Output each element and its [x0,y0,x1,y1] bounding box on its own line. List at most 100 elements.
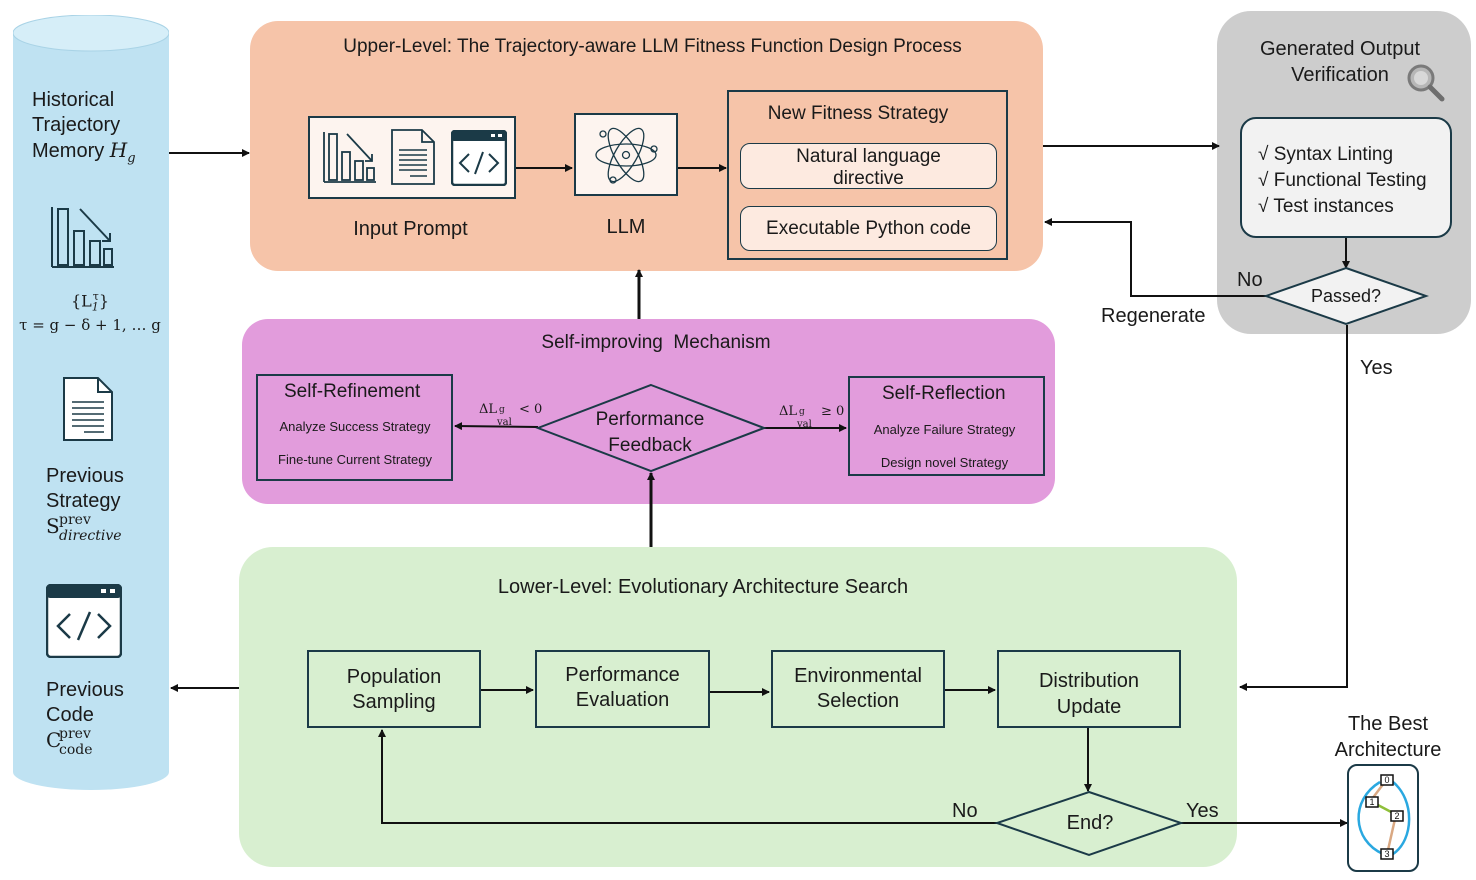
self-refinement-box [256,374,453,481]
arch-node-0: 0 [1384,775,1389,785]
previous-strategy-line1: Previous [46,465,124,487]
best-architecture-line1: The Best [1347,713,1429,735]
environmental-selection-box: Environmental Selection [771,650,945,728]
code-window-icon [46,584,122,658]
loss-set-close: } [98,291,110,311]
feedback-line1: Performance [595,409,705,430]
memory-title-line3-text: Memory [32,140,105,162]
end-label: End? [1066,812,1114,834]
performance-evaluation-box: Performance Evaluation [535,650,710,728]
end-yes-label: Yes [1186,800,1219,822]
code-symbol-sub: code [59,742,93,758]
checks-box: √ Syntax Linting √ Functional Testing √ … [1240,117,1452,238]
input-document-icon [390,128,436,186]
loss-set-sup: τ [92,290,99,303]
new-strategy-title: New Fitness Strategy [767,103,949,124]
previous-code-line1: Previous [46,679,124,701]
population-sampling-box: Population Sampling [307,650,481,728]
reflect-item-failure: Analyze Failure Strategy [873,422,1016,437]
strategy-symbol-letter: S [46,514,60,538]
end-no-label: No [952,800,978,822]
memory-title: Historical Trajectory Memory Hg [32,88,136,171]
upper-title: Upper-Level: The Trajectory-aware LLM Fi… [343,36,962,57]
self-reflection-box [848,376,1045,476]
delta-right-cond: ≥ 0 [821,404,845,419]
distribution-update-line1: Distribution [1038,670,1140,692]
directive-box: Natural language directive [740,143,997,189]
passed-label: Passed? [1310,286,1382,306]
check-test-instances: √ Test instances [1258,196,1394,217]
code-symbol-sup: prev [59,726,91,742]
verification-title: Generated Output Verification [1230,36,1450,88]
refine-item-finetune: Fine-tune Current Strategy [278,452,432,467]
feedback-label: Performance Feedback [560,407,740,459]
loss-set-open: {L [70,291,92,311]
previous-strategy: Previous Strategy S prev directive [46,464,124,544]
delta-left-sup: g [499,405,505,415]
input-chart-icon [322,130,378,186]
passed-yes-label: Yes [1360,357,1393,379]
arch-node-1: 1 [1369,797,1374,807]
strategy-symbol: S prev directive [46,512,124,544]
delta-left-sub: val [497,417,512,428]
code-symbol-letter: C [46,728,62,752]
self-reflection-title: Self-Reflection [882,383,1006,404]
memory-symbol: H [109,138,128,162]
performance-evaluation-line1: Performance [565,664,680,686]
memory-title-line2: Trajectory [32,114,121,136]
feedback-diamond [535,383,767,473]
verification-title-line2: Verification [1291,64,1389,86]
python-code-box: Executable Python code [740,206,997,251]
delta-right-sup: g [799,407,805,417]
lower-title: Lower-Level: Evolutionary Architecture S… [497,576,909,598]
delta-right-symbol: ΔL [779,404,798,419]
end-diamond [993,790,1185,857]
input-code-icon [451,130,507,186]
verification-title-line1: Generated Output [1259,38,1421,60]
bar-chart-icon [50,205,116,271]
arch-node-2: 2 [1394,811,1399,821]
llm-label: LLM [606,216,646,238]
distribution-update-box: Distribution Update [997,650,1181,728]
performance-evaluation-line2: Evaluation [575,689,670,711]
memory-symbol-sub: g [127,151,136,166]
regenerate-label: Regenerate [1101,305,1206,327]
population-sampling-line1: Population [346,666,442,688]
check-functional-testing: √ Functional Testing [1258,170,1427,191]
best-architecture-title: The Best Architecture [1320,711,1456,763]
memory-title-line1: Historical [32,89,115,111]
llm-box [574,113,678,196]
feedback-line2: Feedback [608,435,692,456]
check-syntax-linting: √ Syntax Linting [1258,144,1394,165]
strategy-symbol-sub: directive [59,528,122,544]
previous-code: Previous Code C prev code [46,678,124,758]
loss-set: {L1τ} [30,290,150,314]
delta-right-sub: val [797,419,812,430]
code-symbol: C prev code [46,726,124,758]
tau-range: τ = g − δ + 1, … g [19,316,161,334]
population-sampling-line2: Sampling [352,691,436,713]
environmental-selection-line1: Environmental [794,665,922,687]
arch-node-3: 3 [1384,849,1389,859]
refine-item-success: Analyze Success Strategy [279,419,431,434]
strategy-symbol-sup: prev [59,512,91,528]
passed-no-label: No [1237,269,1263,291]
delta-left-symbol: ΔL [479,402,498,417]
memory-title-line3: Memory Hg [32,138,136,171]
python-code-text: Executable Python code [766,218,971,239]
atom-icon [591,120,661,190]
reflect-item-novel: Design novel Strategy [880,455,1009,470]
best-architecture-line2: Architecture [1334,739,1442,761]
magnifier-icon [1405,62,1445,102]
self-title: Self-improving Mechanism [541,332,771,353]
previous-code-line2: Code [46,704,94,726]
environmental-selection-line2: Selection [816,690,900,712]
distribution-update-line2: Update [1056,696,1122,718]
previous-strategy-line2: Strategy [46,490,121,512]
delta-left-cond: < 0 [519,402,543,417]
document-icon [62,376,114,442]
